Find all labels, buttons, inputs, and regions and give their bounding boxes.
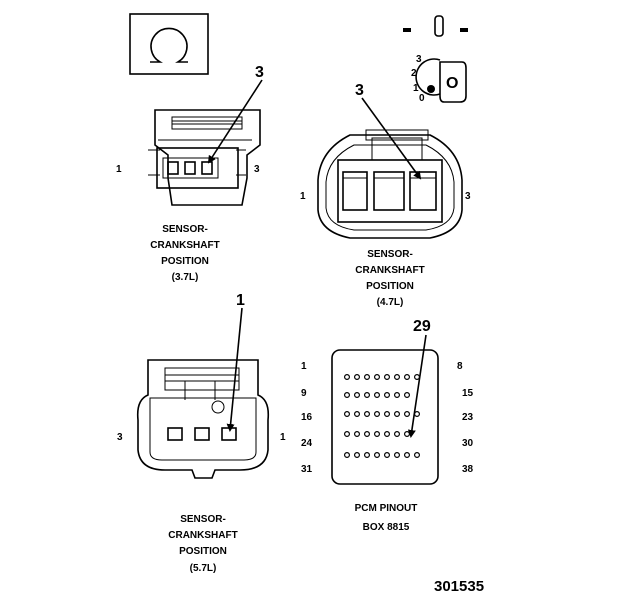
key-position-1: 1 [413,83,419,94]
ohmmeter-icon [129,13,209,75]
pcm-pin-hole [364,392,371,399]
pcm-pin-hole [384,431,391,438]
pcm-pin-hole [364,431,371,438]
key-position-3: 3 [416,54,422,65]
pcm-pin-hole [374,411,381,418]
pcm-pin-hole [384,374,391,381]
ignition-key-icon: 3 2 1 0 O [403,15,468,104]
pcm-pin-hole [374,392,381,399]
figure-number: 301535 [434,578,484,595]
label-line-3: POSITION [179,546,227,557]
pcm-pin-hole [414,374,421,381]
pin-left-label: 3 [117,432,123,443]
callout-label: 29 [413,318,431,335]
pcm-pin-hole [394,452,401,459]
pcm-pin-hole [364,411,371,418]
pcm-pin-hole [374,374,381,381]
pcm-pin-hole [364,452,371,459]
pin-left-label: 1 [300,191,306,202]
pcm-pin-hole [394,392,401,399]
pcm-label-line-2: BOX 8815 [363,522,410,533]
pcm-row-end-label: 38 [462,464,474,475]
label-line-2: CRANKSHAFT [168,530,237,541]
pcm-pin-hole [384,392,391,399]
pcm-row-start-label: 31 [301,464,313,475]
pcm-pinout: 1 9 16 24 31 8 15 23 30 38 29 PCM PINOUT… [301,318,474,533]
pcm-pin-hole [344,392,351,399]
connector-37l: 1 3 3 SENSOR- CRANKSHAFT POSITION (3.7L) [116,64,264,283]
callout-label: 3 [355,82,364,99]
connector-47l: 1 3 3 SENSOR- CRANKSHAFT POSITION (4.7L) [300,82,471,308]
pcm-pin-hole [364,374,371,381]
callout-label: 1 [236,292,245,309]
pin-left-label: 1 [116,164,122,175]
pcm-pin-hole [394,411,401,418]
label-line-2: CRANKSHAFT [150,240,219,251]
pcm-pin-hole [404,452,411,459]
pcm-pin-hole [404,392,411,399]
pcm-pin-hole [344,431,351,438]
label-line-1: SENSOR- [367,249,413,260]
label-line-1: SENSOR- [162,224,208,235]
pcm-row-end-label: 23 [462,412,474,423]
label-line-3: POSITION [161,256,209,267]
label-line-4: (5.7L) [190,563,217,574]
pcm-pin-hole [354,392,361,399]
pcm-pin-hole [374,431,381,438]
pcm-pin-hole [384,452,391,459]
pcm-pin-hole [394,431,401,438]
pcm-pin-hole [384,411,391,418]
label-line-2: CRANKSHAFT [355,265,424,276]
pcm-row-start-label: 9 [301,388,307,399]
pcm-pin-hole [404,374,411,381]
pcm-pin-hole [344,374,351,381]
pcm-pin-hole [374,452,381,459]
pcm-pin-hole [354,452,361,459]
key-letter: O [446,75,458,92]
callout-label: 3 [255,64,264,81]
pcm-pin-hole [404,431,411,438]
pin-right-label: 3 [465,191,471,202]
label-line-3: POSITION [366,281,414,292]
pcm-pin-grid [344,374,421,459]
connector-57l: 3 1 1 SENSOR- CRANKSHAFT POSITION (5.7L) [117,292,286,574]
pcm-pin-hole [354,374,361,381]
pcm-label-line-1: PCM PINOUT [355,503,418,514]
pcm-row-start-label: 1 [301,361,307,372]
pcm-row-end-label: 8 [457,361,463,372]
pcm-pin-hole [344,452,351,459]
pcm-pin-hole [404,411,411,418]
key-position-2: 2 [411,68,417,79]
label-line-1: SENSOR- [180,514,226,525]
pcm-pin-hole [414,452,421,459]
pcm-row-end-label: 30 [462,438,474,449]
pcm-row-start-label: 16 [301,412,313,423]
pcm-pin-hole [354,431,361,438]
label-line-4: (3.7L) [172,272,199,283]
pcm-pin-hole [344,411,351,418]
pcm-row-end-label: 15 [462,388,474,399]
pcm-pin-hole [394,374,401,381]
label-line-4: (4.7L) [377,297,404,308]
pin-right-label: 1 [280,432,286,443]
pin-right-label: 3 [254,164,260,175]
key-position-0: 0 [419,93,425,104]
pcm-row-start-label: 24 [301,438,313,449]
pcm-pin-hole [354,411,361,418]
